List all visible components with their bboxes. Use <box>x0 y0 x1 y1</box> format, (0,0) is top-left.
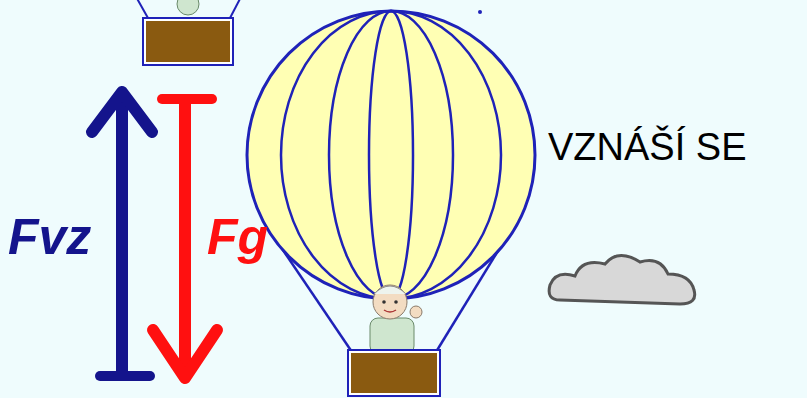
force-label: Fvz <box>8 212 91 262</box>
cloud <box>549 255 695 304</box>
hot-air-balloon <box>247 11 535 396</box>
force-label: Fg <box>207 212 268 262</box>
upper-balloon <box>135 0 242 65</box>
state-label: VZNÁŠÍ SE <box>548 128 747 166</box>
buoyancy-arrow <box>92 92 152 376</box>
